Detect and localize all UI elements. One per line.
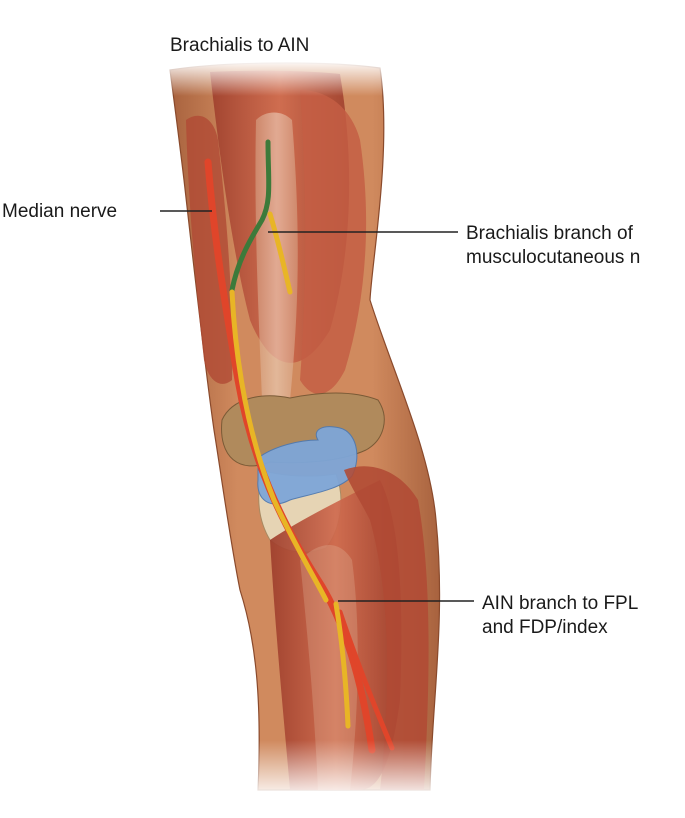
diagram-title: Brachialis to AIN: [170, 35, 310, 56]
top-fade: [160, 60, 400, 96]
ain-branch: [333, 601, 351, 729]
label-brachialis-branch: Brachialis branch of musculocutaneous n: [466, 222, 640, 270]
articular-cartilage: [257, 426, 358, 505]
transferred-nerve: [229, 289, 329, 603]
median-nerve-branch: [337, 609, 395, 751]
lateral-muscle: [186, 115, 233, 384]
forearm-tendon-sheen: [300, 545, 358, 790]
brachialis-branch-stub: [267, 211, 293, 295]
bottom-fade: [240, 740, 450, 800]
label-ain-branch: AIN branch to FPL and FDP/index: [482, 592, 638, 640]
flexor-muscles: [344, 466, 429, 790]
label-ain-branch-line2: and FDP/index: [482, 617, 608, 638]
label-ain-branch-line1: AIN branch to FPL: [482, 593, 639, 614]
label-median-nerve: Median nerve: [2, 201, 118, 222]
brachialis-muscle: [300, 90, 367, 394]
biceps-tendon: [255, 112, 298, 415]
musculocutaneous-nerve: [229, 139, 272, 293]
label-brachialis-branch-line2: musculocutaneous n: [466, 247, 641, 268]
label-brachialis-branch-line1: Brachialis branch of: [466, 223, 633, 244]
